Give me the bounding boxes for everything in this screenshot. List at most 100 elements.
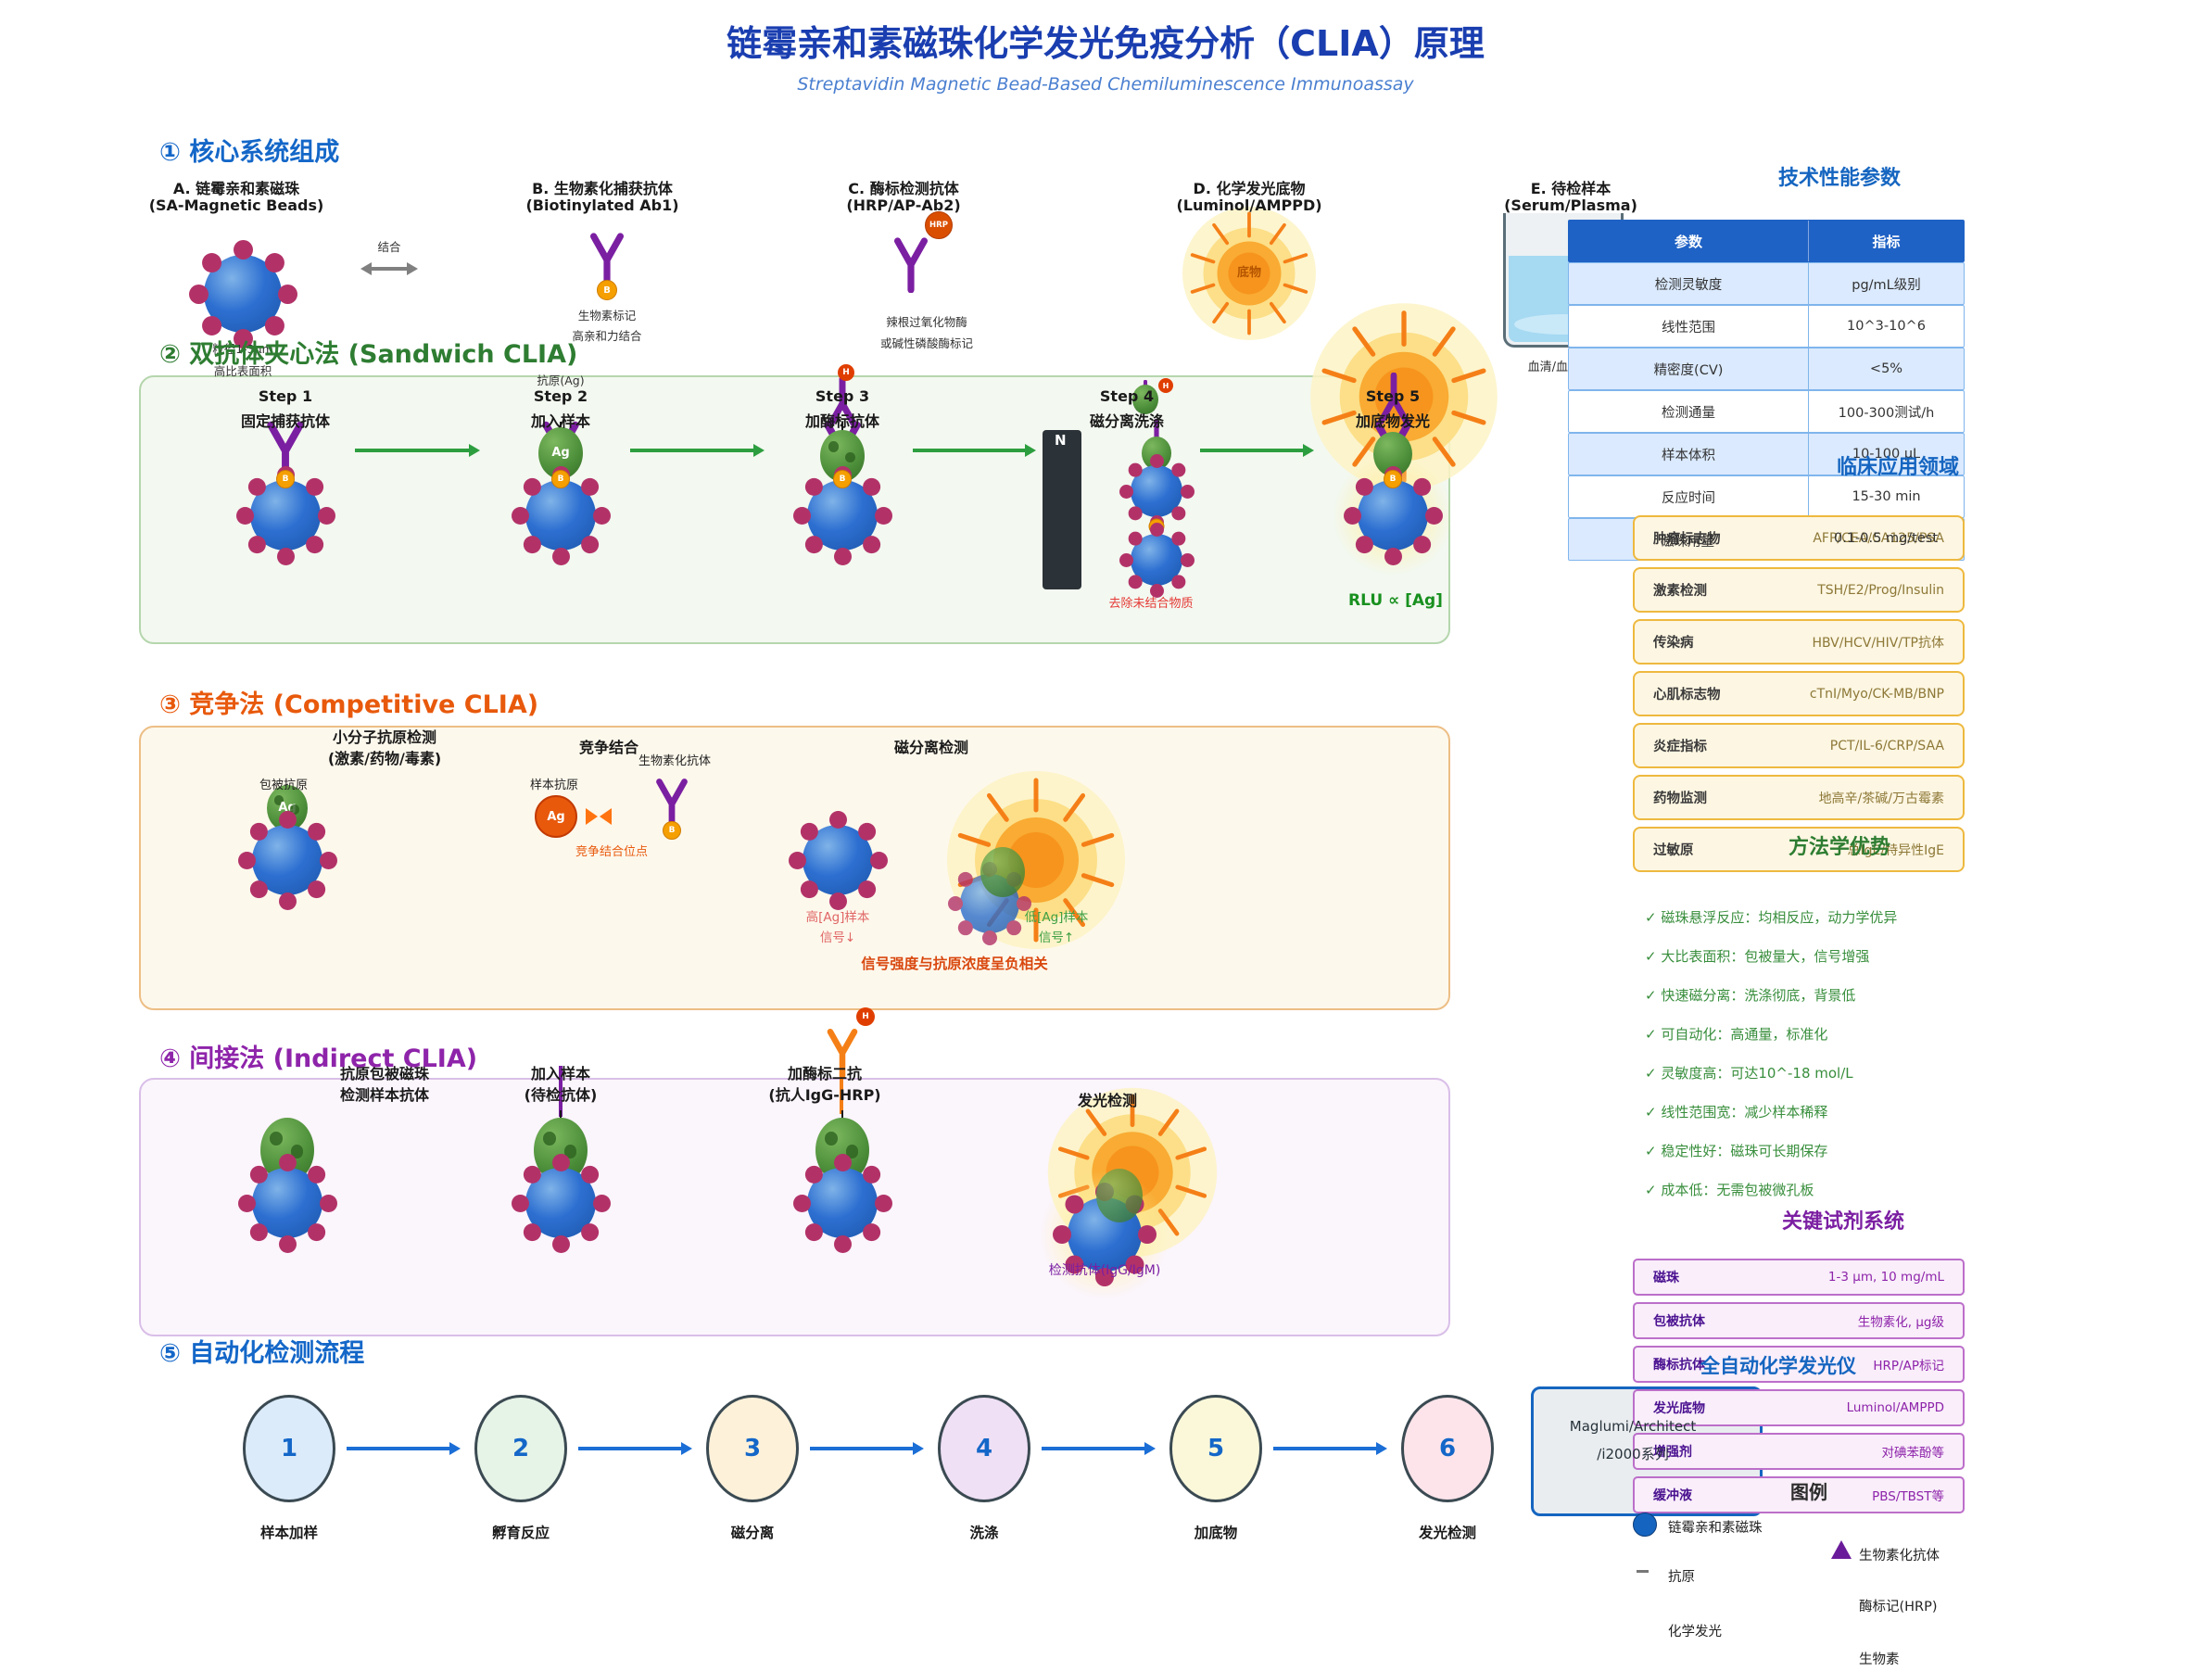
section1-heading: ① 核心系统组成 <box>159 138 340 167</box>
section2-heading: ② 双抗体夹心法 (Sandwich CLIA) <box>159 340 578 369</box>
indirect-col2-line2: (待检抗体) <box>524 1086 598 1104</box>
indirect-col3-line1: 加酶标二抗 <box>787 1065 863 1082</box>
step3-biotin: B <box>833 470 852 488</box>
perf-row-3: 精密度(CV)<5% <box>1568 348 1965 390</box>
comp-a-label2: (SA-Magnetic Beads) <box>148 196 324 214</box>
flow-arrow-4 <box>1042 1441 1156 1455</box>
step1-title: Step 1 <box>258 387 313 405</box>
indirect2-bead <box>511 1153 611 1253</box>
flow-label-5: 加底物 <box>1194 1525 1238 1541</box>
section4-heading: ④ 间接法 (Indirect CLIA) <box>159 1044 478 1073</box>
step2-antigen-label: Ag <box>551 445 570 460</box>
substrate-burst-label: 底物 <box>1236 266 1262 280</box>
indirect-col2-line1: 加入样本 <box>530 1065 591 1082</box>
advantages-title: 方法学优势 <box>1788 836 1891 859</box>
sample-antigen-circle: Ag <box>535 795 577 838</box>
section3-heading: ③ 竞争法 (Competitive CLIA) <box>159 690 539 719</box>
comp-b-label2: (Biotinylated Ab1) <box>525 196 679 214</box>
comp-d-label2: (Luminol/AMPPD) <box>1176 196 1322 214</box>
competitive-biotin-tag: B <box>663 821 681 840</box>
comp-b-note1: 生物素标记 <box>577 309 637 323</box>
step4-free-hrp: H <box>1158 378 1173 393</box>
comp-a-label1: A. 链霉亲和素磁珠 <box>172 180 300 197</box>
indirect-col4: 发光检测 <box>1077 1092 1138 1109</box>
clinical-row-6: 药物监测地高辛/茶碱/万古霉素 <box>1633 775 1965 820</box>
competitive-col3: 磁分离检测 <box>893 739 969 756</box>
legend-bead-icon <box>1633 1513 1657 1537</box>
step3-title: Step 3 <box>815 387 870 405</box>
step3-hrp-dot: H <box>838 364 854 381</box>
sa-magnetic-bead <box>188 239 297 348</box>
step3-subtitle: 加酶标抗体 <box>804 412 880 430</box>
flow-arrow-1 <box>347 1441 461 1455</box>
legend-antigen-label: 抗原 <box>1668 1570 1695 1585</box>
flow-step-3: 3 <box>706 1395 799 1502</box>
clinical-title: 临床应用领域 <box>1836 456 1960 479</box>
sample-antigen-label: 样本抗原 <box>529 779 579 792</box>
step4-free-antigen <box>1132 385 1158 414</box>
comp-c-label1: C. 酶标检测抗体 <box>848 180 959 197</box>
advantage-item-7: ✓ 稳定性好：磁珠可长期保存 <box>1645 1143 1828 1159</box>
legend-enzyme-label: 酶标记(HRP) <box>1859 1600 1938 1614</box>
perf-header-row: 参数 指标 <box>1568 220 1965 262</box>
legend-chemiluminescence-label: 化学发光 <box>1668 1625 1722 1639</box>
flow-arrow-3 <box>810 1441 924 1455</box>
indirect3-hrp: H <box>856 1007 875 1026</box>
flow-label-1: 样本加样 <box>259 1525 319 1541</box>
step2-title: Step 2 <box>533 387 588 405</box>
legend-title: 图例 <box>1790 1481 1827 1503</box>
comp-b-note2: 高亲和力结合 <box>572 329 642 343</box>
advantage-item-2: ✓ 大比表面积：包被量大，信号增强 <box>1645 948 1870 965</box>
low-ag-signal: 信号↑ <box>1038 930 1075 945</box>
advantage-item-8: ✓ 成本低：无需包被微孔板 <box>1645 1182 1814 1198</box>
step2-subtitle: 加入样本 <box>530 412 591 430</box>
indirect-col3-line2: (抗人IgG-HRP) <box>768 1086 881 1104</box>
step5-title: Step 5 <box>1365 387 1421 405</box>
flow-step-1: 1 <box>243 1395 335 1502</box>
competitive-conclusion: 信号强度与抗原浓度呈负相关 <box>861 956 1048 972</box>
binding-double-arrow <box>360 261 418 275</box>
perf-header-param: 参数 <box>1674 233 1702 250</box>
step5-subtitle: 加底物发光 <box>1355 412 1431 430</box>
comp-c-label2: (HRP/AP-Ab2) <box>846 196 961 214</box>
comp-e-label1: E. 待检样本 <box>1530 180 1612 197</box>
step4-note: 去除未结合物质 <box>1108 597 1194 611</box>
high-ag-label: 高[Ag]样本 <box>805 910 870 925</box>
step4-bead-upper <box>1119 453 1194 529</box>
step2-bead <box>511 465 611 565</box>
magnet <box>1043 430 1081 589</box>
indirect-col1-line1: 抗原包被磁珠 <box>339 1065 430 1082</box>
flow-label-2: 孵育反应 <box>491 1525 550 1541</box>
coated-antigen-label: 包被抗原 <box>259 779 309 792</box>
competitive-col1-line2: (激素/药物/毒素) <box>327 750 442 767</box>
indirect3-bead <box>792 1153 892 1253</box>
sandwich-arrow-2 <box>630 443 765 457</box>
step4-subtitle: 磁分离洗涤 <box>1089 412 1165 430</box>
comp-e-label2: (Serum/Plasma) <box>1504 196 1637 214</box>
perf-row-7-label-overlay: 磁珠用量 <box>1661 535 1714 550</box>
reagents-title: 关键试剂系统 <box>1781 1210 1905 1234</box>
section5-heading: ⑤ 自动化检测流程 <box>159 1339 365 1368</box>
flow-step-2: 2 <box>474 1395 567 1502</box>
competition-site-label: 竞争结合位点 <box>575 845 649 859</box>
comp-c-note2: 或碱性磷酸酶标记 <box>879 336 974 350</box>
flow-label-3: 磁分离 <box>730 1525 775 1541</box>
competitive-col1-line1: 小分子抗原检测 <box>332 728 437 746</box>
step1-subtitle: 固定捕获抗体 <box>240 412 331 430</box>
step1-bead <box>235 465 335 565</box>
perf-header-value: 指标 <box>1808 221 1964 261</box>
step5-note: RLU ∝ [Ag] <box>1348 591 1443 610</box>
flow-arrow-2 <box>578 1441 692 1455</box>
legend-antibody-label: 生物素化抗体 <box>1859 1549 1940 1563</box>
flow-step-4: 4 <box>938 1395 1030 1502</box>
